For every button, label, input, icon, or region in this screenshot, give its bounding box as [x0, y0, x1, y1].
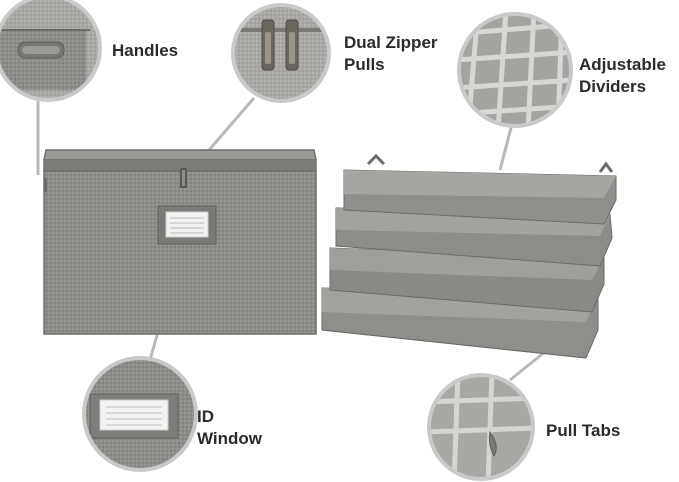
zipper-detail-circle	[231, 3, 331, 103]
zipper-label: Dual Zipper Pulls	[344, 32, 438, 76]
dividers-label: Adjustable Dividers	[579, 54, 666, 98]
pull-tabs-label: Pull Tabs	[546, 420, 620, 442]
handles-label-text: Handles	[112, 41, 179, 60]
tray-1	[343, 153, 617, 225]
id-window-label-line2: Window	[197, 429, 262, 448]
tray-stack	[321, 153, 617, 359]
zipper-label-line1: Dual Zipper	[344, 33, 438, 52]
storage-box	[43, 149, 317, 335]
id-window-label-line1: ID	[197, 407, 214, 426]
pull-tabs-detail-circle	[427, 373, 535, 481]
id-window-detail-circle	[82, 356, 198, 472]
id-window-label: ID Window	[197, 406, 262, 450]
dividers-detail-circle	[457, 12, 573, 128]
pull-tabs-label-text: Pull Tabs	[546, 421, 621, 440]
handles-detail-circle	[0, 0, 102, 102]
handles-label: Handles	[112, 40, 178, 62]
dividers-label-line2: Dividers	[579, 77, 647, 96]
zipper-label-line2: Pulls	[344, 55, 385, 74]
dividers-label-line1: Adjustable	[579, 55, 666, 74]
